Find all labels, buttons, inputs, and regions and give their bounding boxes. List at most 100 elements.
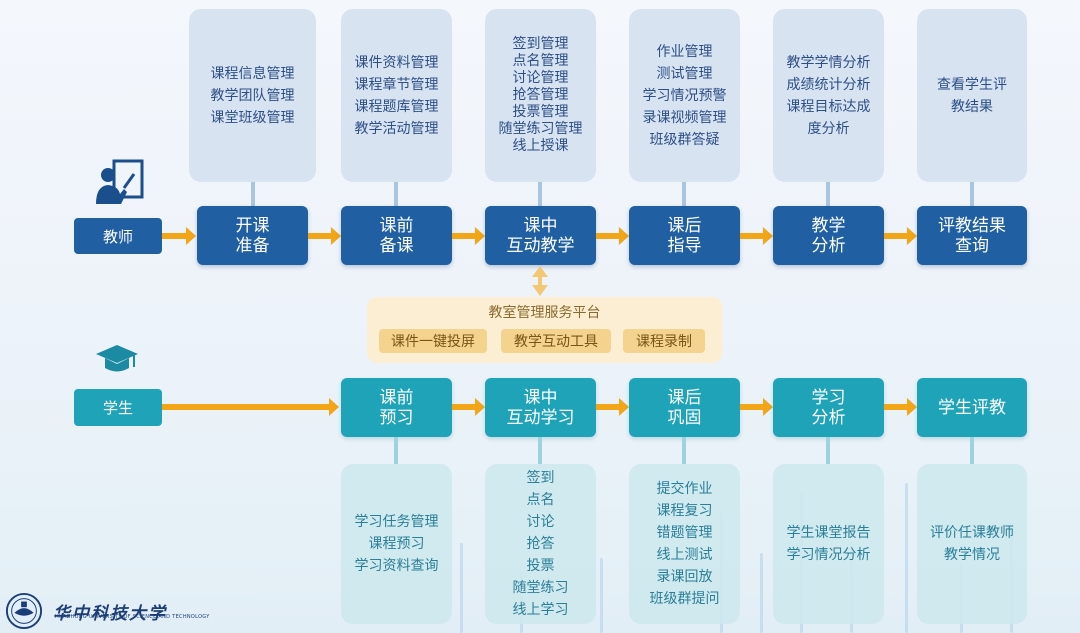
stage-label: 分析: [811, 407, 846, 428]
stage-label: 课前: [379, 215, 414, 236]
teacher-card-item: 测试管理: [656, 65, 713, 82]
platform-tool[interactable]: 教学互动工具: [501, 329, 611, 353]
teacher-stage-4[interactable]: 课后 指导: [629, 206, 740, 265]
arrow-icon: [740, 227, 773, 245]
student-card-item: 签到: [526, 470, 555, 486]
teacher-connector: [970, 182, 974, 206]
stage-label: 课后: [667, 387, 702, 408]
stage-label: 课中: [523, 387, 558, 408]
platform-tool[interactable]: 课程录制: [623, 329, 705, 353]
student-card-4: 学生课堂报告 学习情况分析: [773, 464, 884, 624]
arrow-icon: [596, 227, 629, 245]
teacher-card-item: 课程题库管理: [354, 98, 439, 115]
student-card-item: 录课回放: [656, 569, 713, 585]
teacher-card-item: 教学活动管理: [354, 120, 439, 137]
stage-label: 查询: [955, 235, 989, 256]
platform-title: 教室管理服务平台: [488, 305, 601, 321]
student-card-item: 班级群提问: [649, 591, 720, 607]
teacher-card-item: 课程信息管理: [210, 65, 295, 82]
teacher-card-item: 线上授课: [512, 138, 569, 154]
student-stage-5[interactable]: 学生评教: [917, 378, 1027, 437]
teacher-card-item: 签到管理: [512, 36, 569, 52]
teacher-card-3: 签到管理 点名管理 讨论管理 抢答管理 投票管理 随堂练习管理 线上授课: [485, 9, 596, 182]
arrow-icon: [596, 398, 629, 416]
stage-label: 分析: [811, 235, 846, 256]
teacher-card-item: 课堂班级管理: [210, 109, 295, 126]
stage-label: 课中: [523, 215, 558, 236]
stage-label: 课后: [667, 215, 702, 236]
student-card-item: 课程预习: [368, 536, 425, 552]
teacher-card-item: 班级群答疑: [649, 131, 720, 148]
teacher-card-1: 课程信息管理 教学团队管理 课堂班级管理: [189, 9, 316, 182]
student-card-item: 提交作业: [656, 481, 713, 497]
stage-label: 预习: [379, 407, 414, 428]
teacher-card-item: 课程章节管理: [354, 76, 439, 93]
stage-label: 学生评教: [938, 397, 1006, 418]
student-card-item: 抢答: [526, 536, 555, 552]
teacher-card-item: 课件资料管理: [354, 54, 439, 71]
student-card-item: 课程复习: [656, 503, 713, 519]
student-card-item: 学习情况分析: [786, 547, 871, 563]
stage-label: 课前: [379, 387, 414, 408]
student-card-3: 提交作业 课程复习 错题管理 线上测试 录课回放 班级群提问: [629, 464, 740, 624]
student-card-item: 点名: [526, 492, 555, 508]
arrow-icon: [308, 227, 341, 245]
double-arrow-icon: [532, 266, 548, 296]
stage-label: 备课: [379, 235, 414, 256]
teacher-card-item: 学习情况预警: [642, 87, 727, 104]
stage-label: 准备: [235, 235, 270, 256]
teacher-stage-5[interactable]: 教学 分析: [773, 206, 884, 265]
student-stage-3[interactable]: 课后 巩固: [629, 378, 740, 437]
student-card-item: 线上学习: [512, 602, 569, 618]
teacher-stage-1[interactable]: 开课 准备: [197, 206, 308, 265]
student-connector: [394, 437, 398, 464]
student-card-item: 评价任课教师: [930, 525, 1014, 541]
arrow-icon: [740, 398, 773, 416]
stage-label: 学习: [811, 387, 846, 408]
university-subtitle: HUAZHONG UNIVERSITY OF SCIENCE AND TECHN…: [55, 614, 210, 620]
stage-label: 教学: [811, 215, 846, 236]
student-stage-1[interactable]: 课前 预习: [341, 378, 452, 437]
teacher-card-item: 教学学情分析: [786, 54, 871, 71]
stage-label: 互动教学: [506, 235, 575, 256]
student-card-item: 学习资料查询: [354, 558, 439, 574]
teacher-connector: [251, 182, 255, 206]
teacher-connector: [682, 182, 686, 206]
student-role-label: 学生: [74, 389, 162, 426]
teacher-card-item: 投票管理: [512, 104, 569, 120]
student-card-1: 学习任务管理 课程预习 学习资料查询: [341, 464, 452, 624]
student-stage-4[interactable]: 学习 分析: [773, 378, 884, 437]
student-stage-2[interactable]: 课中 互动学习: [485, 378, 596, 437]
student-card-2: 签到 点名 讨论 抢答 投票 随堂练习 线上学习: [485, 464, 596, 624]
teacher-card-4: 作业管理 测试管理 学习情况预警 录课视频管理 班级群答疑: [629, 9, 740, 182]
teacher-card-5: 教学学情分析 成绩统计分析 课程目标达成 度分析: [773, 9, 884, 182]
teacher-card-item: 成绩统计分析: [786, 76, 871, 93]
student-card-item: 线上测试: [656, 547, 713, 563]
teacher-card-item: 作业管理: [656, 43, 713, 60]
platform-panel: 教室管理服务平台 课件一键投屏 教学互动工具 课程录制: [367, 297, 722, 363]
teacher-card-2: 课件资料管理 课程章节管理 课程题库管理 教学活动管理: [341, 9, 452, 182]
teacher-role-label: 教师: [74, 218, 162, 254]
university-logo: 华中科技大学 HUAZHONG UNIVERSITY OF SCIENCE AN…: [5, 592, 209, 630]
platform-tool[interactable]: 课件一键投屏: [379, 329, 487, 353]
teacher-card-6: 查看学生评 教结果: [917, 9, 1027, 182]
teacher-stage-6[interactable]: 评教结果 查询: [917, 206, 1027, 265]
arrow-icon: [162, 227, 196, 245]
teacher-card-item: 抢答管理: [512, 87, 569, 103]
arrow-icon: [884, 227, 917, 245]
university-seal-icon: [5, 592, 43, 630]
teacher-card-item: 录课视频管理: [642, 109, 727, 126]
teacher-connector: [538, 182, 542, 206]
teacher-stage-2[interactable]: 课前 备课: [341, 206, 452, 265]
teacher-connector: [394, 182, 398, 206]
student-connector: [826, 437, 830, 464]
student-connector: [970, 437, 974, 464]
arrow-icon: [162, 398, 339, 416]
student-card-item: 教学情况: [944, 547, 1000, 563]
arrow-icon: [452, 398, 485, 416]
teacher-stage-3[interactable]: 课中 互动教学: [485, 206, 596, 265]
teacher-icon: [96, 159, 144, 204]
graduation-cap-icon: [96, 345, 138, 372]
student-card-item: 投票: [526, 558, 555, 574]
teacher-card-item: 课程目标达成: [786, 98, 871, 115]
